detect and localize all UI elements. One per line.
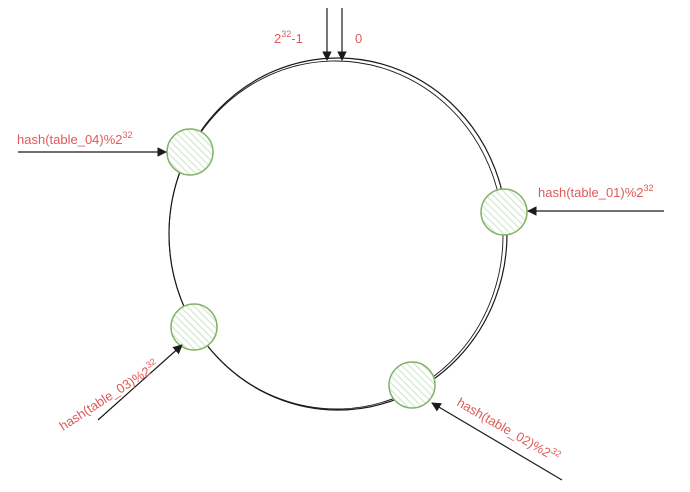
node-label-table-02: hash(table_02)%232	[455, 393, 564, 465]
node-label-table-03: hash(table_03)%232	[55, 356, 161, 433]
node-table-02: hash(table_02)%232	[388, 361, 564, 481]
node-marker-table-04	[166, 128, 214, 176]
ring-max-label: 232-1	[274, 29, 303, 46]
node-arrow-table-02	[431, 402, 563, 481]
node-marker-table-01	[480, 188, 528, 236]
node-table-04: hash(table_04)%232	[17, 128, 214, 176]
node-table-01: hash(table_01)%232	[480, 183, 664, 236]
hash-ring	[168, 57, 508, 411]
node-arrow-table-03	[97, 344, 183, 421]
node-label-table-04: hash(table_04)%232	[17, 130, 133, 147]
node-marker-table-03	[170, 303, 218, 351]
ring-zero-label: 0	[355, 31, 362, 46]
node-marker-table-02	[388, 361, 436, 409]
node-table-03: hash(table_03)%232	[55, 303, 218, 434]
node-label-table-01: hash(table_01)%232	[538, 183, 654, 200]
